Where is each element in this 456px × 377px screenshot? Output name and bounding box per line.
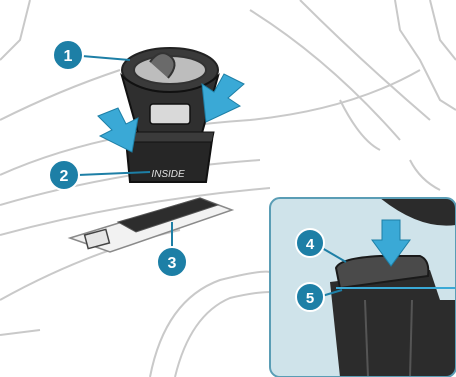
holder-label: INSIDE [151, 169, 185, 180]
callout-5-label: 5 [306, 290, 314, 307]
callout-3: 3 [157, 247, 187, 277]
callout-4: 4 [296, 229, 324, 257]
callout-4-label: 4 [306, 236, 315, 253]
callout-2-label: 2 [60, 168, 69, 185]
callout-2: 2 [49, 160, 79, 190]
callout-3-label: 3 [168, 255, 177, 272]
callout-1-label: 1 [64, 48, 73, 65]
callout-5: 5 [296, 283, 324, 311]
callout-1: 1 [53, 40, 83, 70]
inset-detail [270, 198, 456, 377]
cup-holder: INSIDE [122, 48, 218, 182]
